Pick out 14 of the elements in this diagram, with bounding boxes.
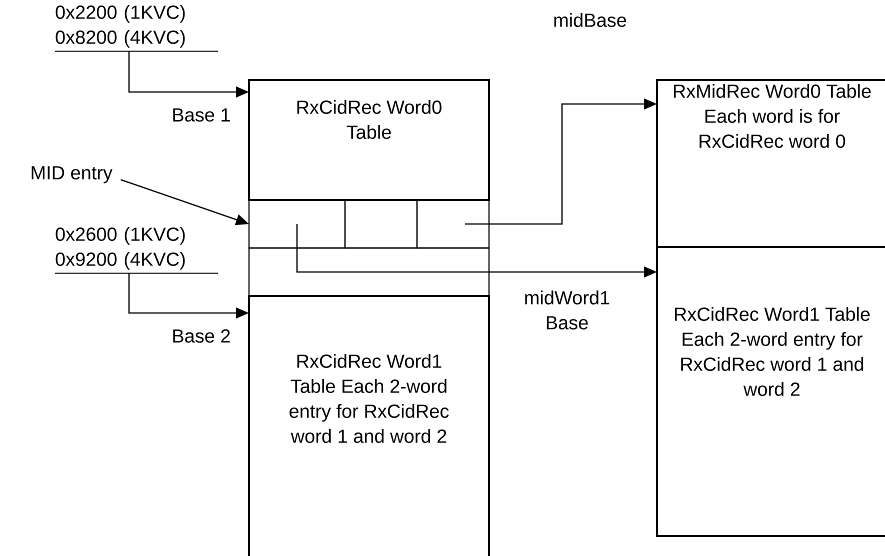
edge-label: midWord1 Base <box>521 290 613 330</box>
table-box: RxCidRec Word1 Table Each 2-word entry for RxCidRec word 1 and word 2 <box>656 246 885 537</box>
edge-label: Base 2 <box>170 328 232 344</box>
address-label: 0x2600 (1KVC) 0x9200 (4KVC) <box>54 227 218 274</box>
edge-label: midBase <box>552 12 628 28</box>
table-cell <box>248 199 346 249</box>
table-box: RxMidRec Word0 Table Each word is for RxCidRec word 0 <box>656 79 885 248</box>
table-cell <box>416 199 490 249</box>
edge-label: Base 1 <box>170 107 232 123</box>
table-box: RxCidRec Word1 Table Each 2-word entry for RxCidRec word 1 and word 2 <box>248 295 490 556</box>
table-cell <box>344 199 418 249</box>
table-box: RxCidRec Word0 Table <box>248 79 490 201</box>
address-label: 0x2200 (1KVC) 0x8200 (4KVC) <box>54 5 218 52</box>
text-label: MID entry <box>32 166 112 184</box>
